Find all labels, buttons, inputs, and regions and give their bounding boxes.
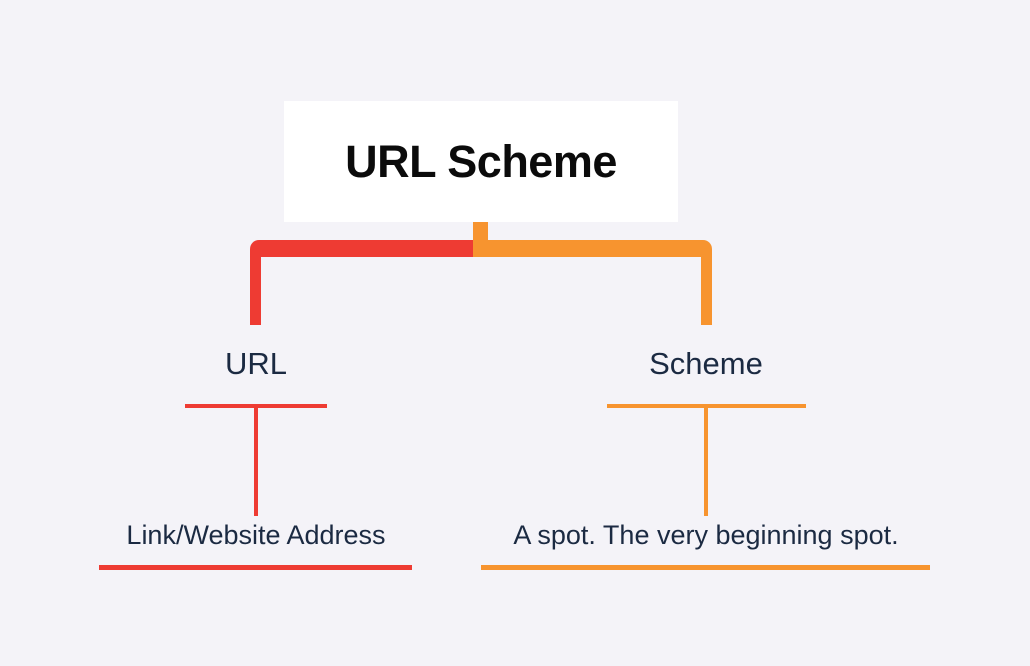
leaf-underline-url: [99, 565, 412, 570]
root-title: URL Scheme: [345, 136, 617, 187]
connector-bar-left: [250, 240, 473, 257]
connector-leg-right: [701, 248, 712, 325]
connector-elbow-mask-right: [689, 257, 701, 269]
connector-leg-left: [250, 248, 261, 325]
branch-rule-url: [185, 404, 327, 408]
leaf-label-url: Link/Website Address: [126, 520, 386, 550]
branch-stem-url: [254, 408, 258, 516]
branch-stem-scheme: [704, 408, 708, 516]
branch-label-scheme: Scheme: [649, 346, 763, 381]
root-card: URL Scheme: [284, 101, 678, 222]
branch-label-url: URL: [224, 346, 287, 381]
leaf-underline-scheme: [481, 565, 930, 570]
branch-rule-scheme: [607, 404, 806, 408]
connector-elbow-mask-left: [261, 257, 273, 269]
connector-stub: [473, 222, 488, 240]
connector-bar-right: [473, 240, 712, 257]
leaf-label-scheme: A spot. The very beginning spot.: [513, 520, 899, 550]
